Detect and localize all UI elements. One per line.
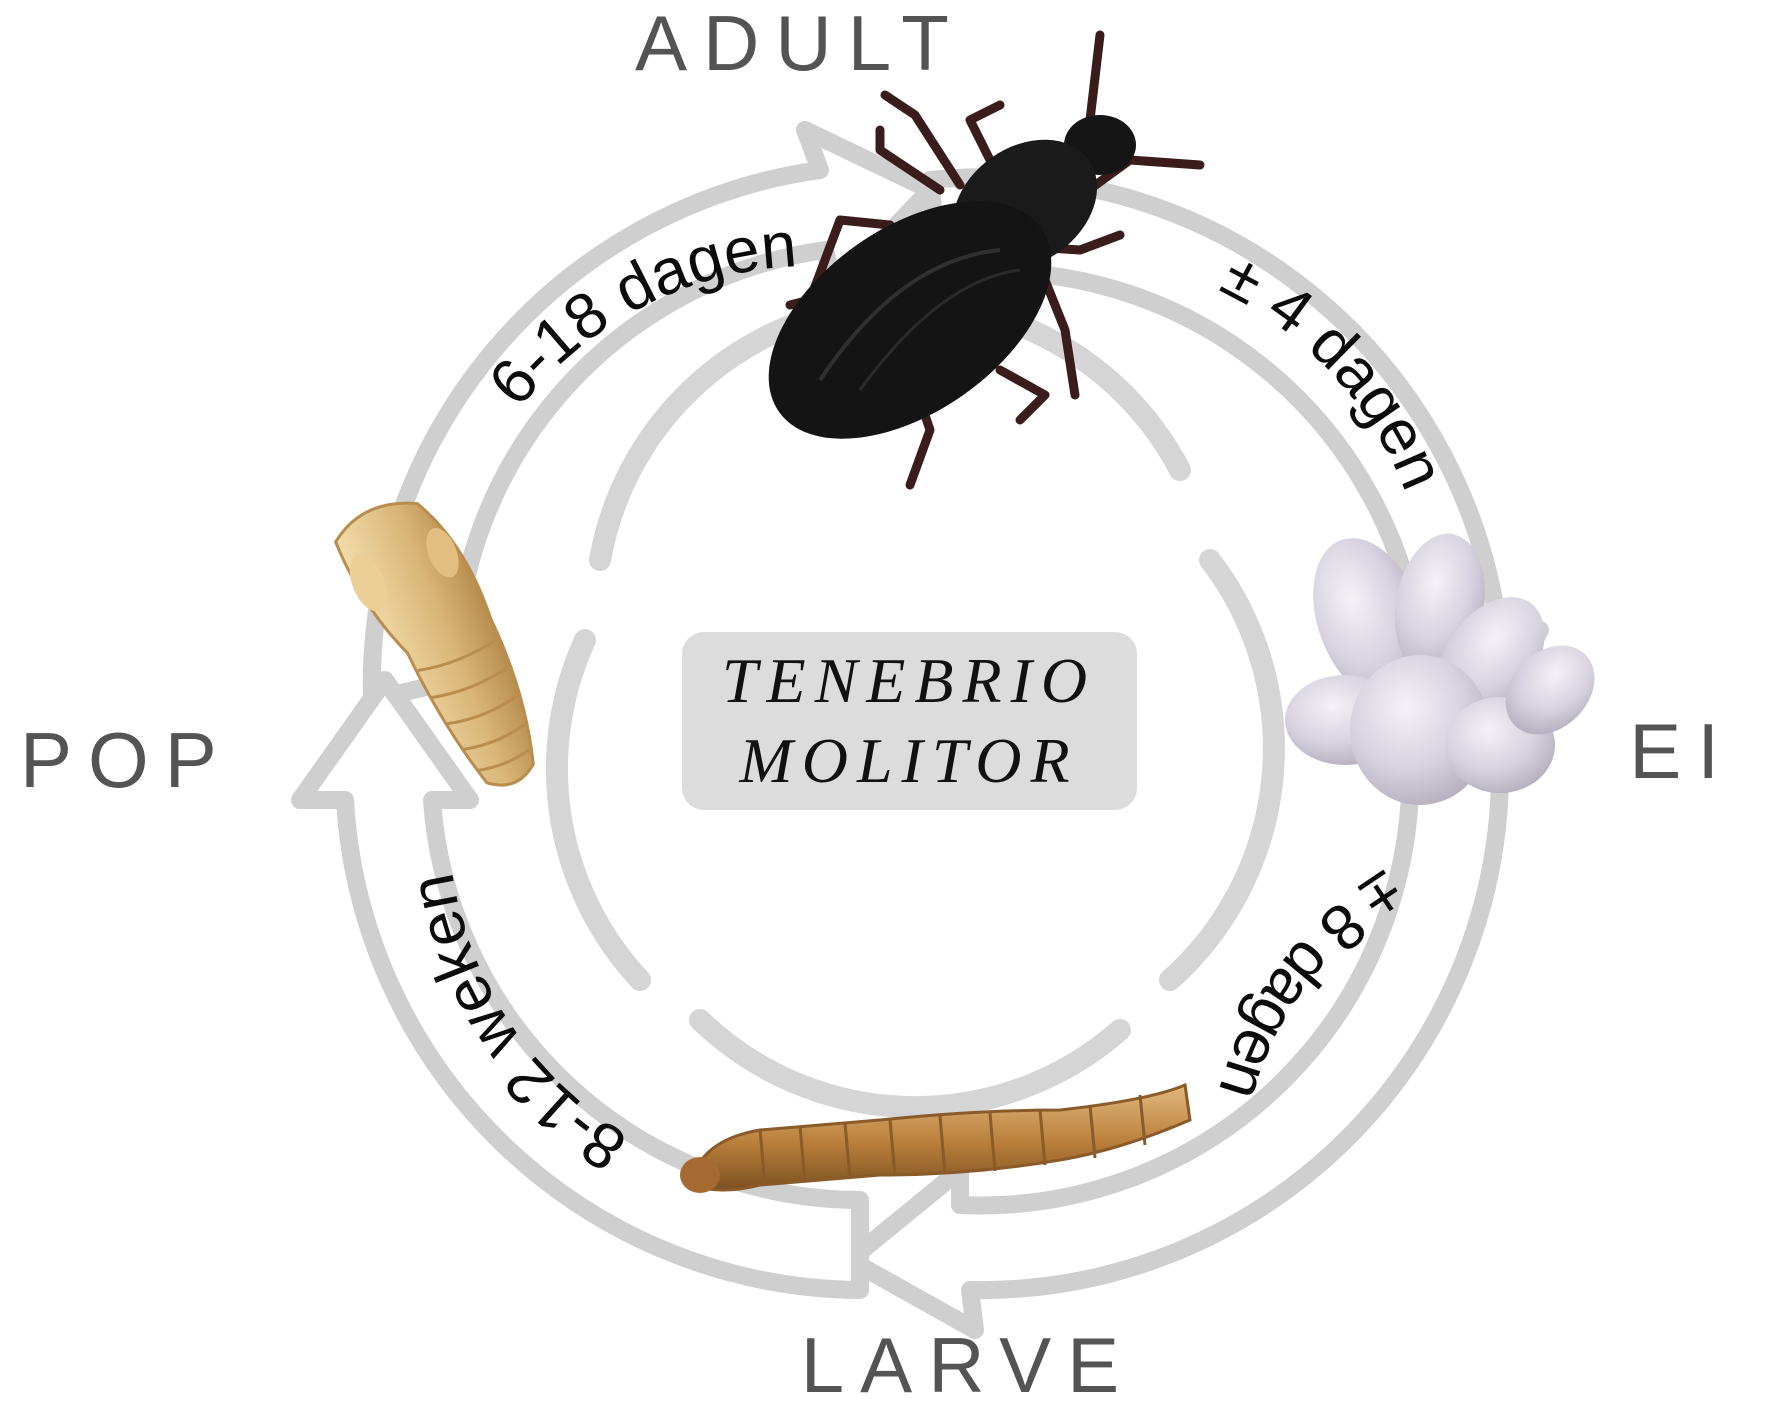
center-title-line2: MOLITOR xyxy=(738,725,1078,796)
inner-arc-left xyxy=(557,640,640,980)
arrow-egg-to-larva xyxy=(850,760,1500,1330)
center-badge: TENEBRIO MOLITOR xyxy=(682,632,1137,810)
duration-adult-to-egg: ± 4 dagen xyxy=(1211,238,1459,499)
stage-label-larva: LARVE xyxy=(801,1321,1135,1404)
inner-arc-bottom xyxy=(700,1020,1120,1107)
stage-label-egg: EI xyxy=(1629,707,1735,795)
stage-label-adult: ADULT xyxy=(635,0,965,87)
center-title-line1: TENEBRIO xyxy=(722,645,1096,716)
inner-arc-right xyxy=(1170,560,1274,980)
egg-cluster-icon xyxy=(1285,522,1612,805)
stage-label-pupa: POP xyxy=(20,716,233,804)
